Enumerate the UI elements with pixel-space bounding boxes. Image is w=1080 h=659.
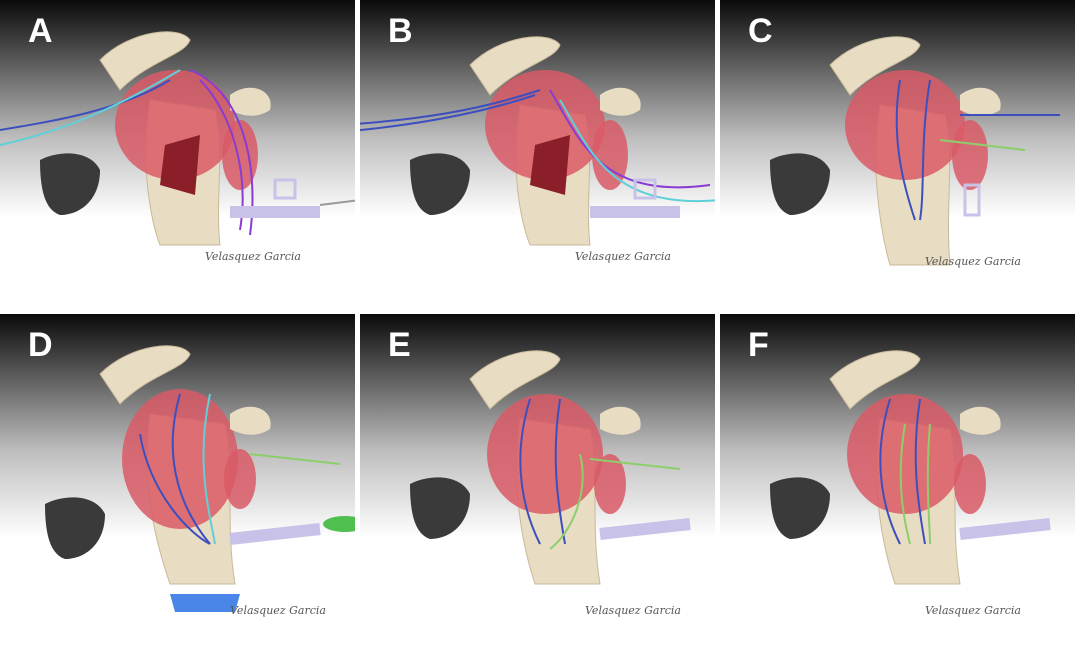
artist-signature: Velasquez Garcia [925,255,1021,268]
panel-d-illustration [0,314,355,659]
panel-label: E [388,326,411,364]
panel-c-illustration [720,0,1075,310]
artist-signature: Velasquez Garcia [585,604,681,617]
panel-label: F [748,326,769,364]
panel-label: A [28,12,53,50]
panel-a: A Velasquez Garcia [0,0,355,310]
panel-e-illustration [360,314,715,659]
panel-d: D Velasquez Garcia [0,314,355,659]
panel-c: C Velasquez Garcia [720,0,1075,310]
panel-b: B Velasquez Garcia [360,0,715,310]
panel-b-illustration [360,0,715,310]
artist-signature: Velasquez Garcia [925,604,1021,617]
panel-e: E Velasquez Garcia [360,314,715,659]
panel-label: B [388,12,413,50]
artist-signature: Velasquez Garcia [230,604,326,617]
artist-signature: Velasquez Garcia [575,250,671,263]
panel-f-illustration [720,314,1075,659]
artist-signature: Velasquez Garcia [205,250,301,263]
panel-f: F Velasquez Garcia [720,314,1075,659]
panel-a-illustration [0,0,355,310]
panel-label: C [748,12,773,50]
panel-label: D [28,326,53,364]
